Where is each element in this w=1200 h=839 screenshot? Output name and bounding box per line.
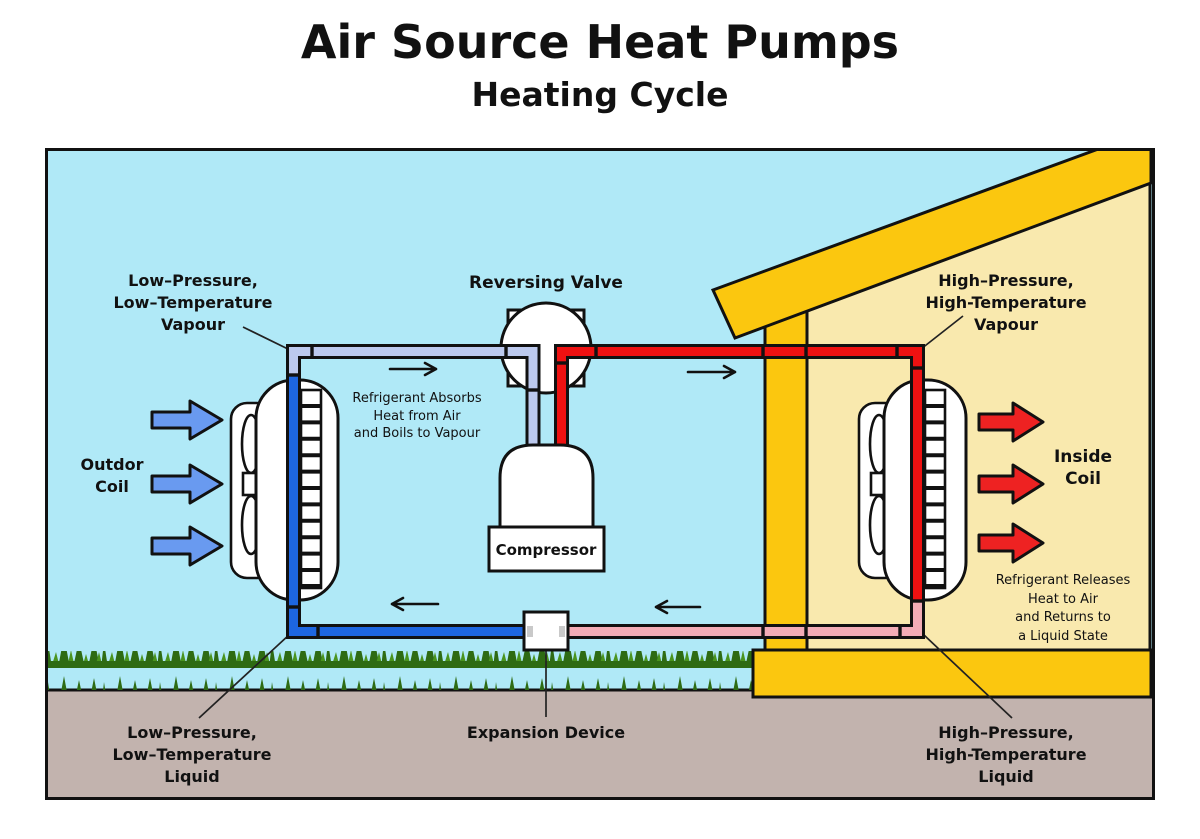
air-in-arrow-icon bbox=[150, 399, 224, 441]
flow-arrow-left-icon bbox=[390, 596, 440, 612]
label-compressor: Compressor bbox=[495, 541, 597, 559]
label-reversing-valve: Reversing Valve bbox=[469, 273, 623, 293]
flow-arrow-right-icon bbox=[686, 364, 737, 380]
ground bbox=[45, 688, 1155, 800]
diagram-frame bbox=[45, 148, 1155, 800]
pointer-line bbox=[923, 634, 1013, 719]
label-low-pressure-vapour: Low–Pressure, Low–Temperature Vapour bbox=[113, 271, 273, 334]
page-subtitle: Heating Cycle bbox=[471, 75, 729, 114]
air-in-arrows bbox=[150, 399, 224, 567]
pipe-low-pressure-liquid bbox=[286, 375, 525, 639]
outdoor-coil-fins bbox=[299, 388, 323, 590]
page-title: Air Source Heat Pumps bbox=[300, 15, 900, 69]
label-high-pressure-liquid: High–Pressure, High-Temperature Liquid bbox=[925, 723, 1087, 786]
flow-arrow-right-icon bbox=[388, 361, 438, 377]
house-wall bbox=[763, 306, 809, 655]
label-expansion-device: Expansion Device bbox=[466, 723, 626, 742]
grass bbox=[48, 651, 754, 690]
pointer-line bbox=[198, 633, 291, 719]
air-out-arrows bbox=[977, 401, 1045, 564]
label-high-pressure-vapour: High–Pressure, High-Temperature Vapour bbox=[925, 271, 1087, 334]
flow-arrow-left-icon bbox=[654, 599, 702, 615]
air-in-arrow-icon bbox=[150, 463, 224, 505]
air-out-arrow-icon bbox=[977, 401, 1045, 443]
house-floor bbox=[751, 648, 1153, 699]
house-roof bbox=[710, 148, 1153, 340]
label-refrigerant-absorbs: Refrigerant Absorbs Heat from Air and Bo… bbox=[352, 391, 482, 441]
diagram-svg bbox=[45, 148, 1155, 800]
label-low-pressure-liquid: Low–Pressure, Low–Temperature Liquid bbox=[112, 723, 272, 786]
diagram-canvas bbox=[45, 148, 1155, 800]
air-in-arrow-icon bbox=[150, 525, 224, 567]
pipe-high-pressure-vapour bbox=[554, 344, 925, 602]
pointer-line bbox=[242, 326, 291, 351]
inside-coil-fins bbox=[923, 388, 947, 590]
pipe-high-pressure-liquid bbox=[566, 600, 925, 639]
expansion-device-body bbox=[522, 610, 570, 652]
flow-arrows bbox=[388, 361, 737, 615]
pipe-low-pressure-vapour bbox=[286, 344, 541, 449]
pipe-couplings bbox=[286, 344, 925, 639]
compressor-body bbox=[487, 443, 606, 573]
air-out-arrow-icon bbox=[977, 463, 1045, 505]
air-out-arrow-icon bbox=[977, 522, 1045, 564]
label-outdoor-coil: Outdor Coil bbox=[80, 455, 144, 496]
label-refrigerant-releases: Refrigerant Releases Heat to Air and Ret… bbox=[995, 573, 1131, 644]
label-inside-coil: Inside Coil bbox=[1053, 447, 1113, 489]
pointer-line bbox=[920, 315, 964, 350]
